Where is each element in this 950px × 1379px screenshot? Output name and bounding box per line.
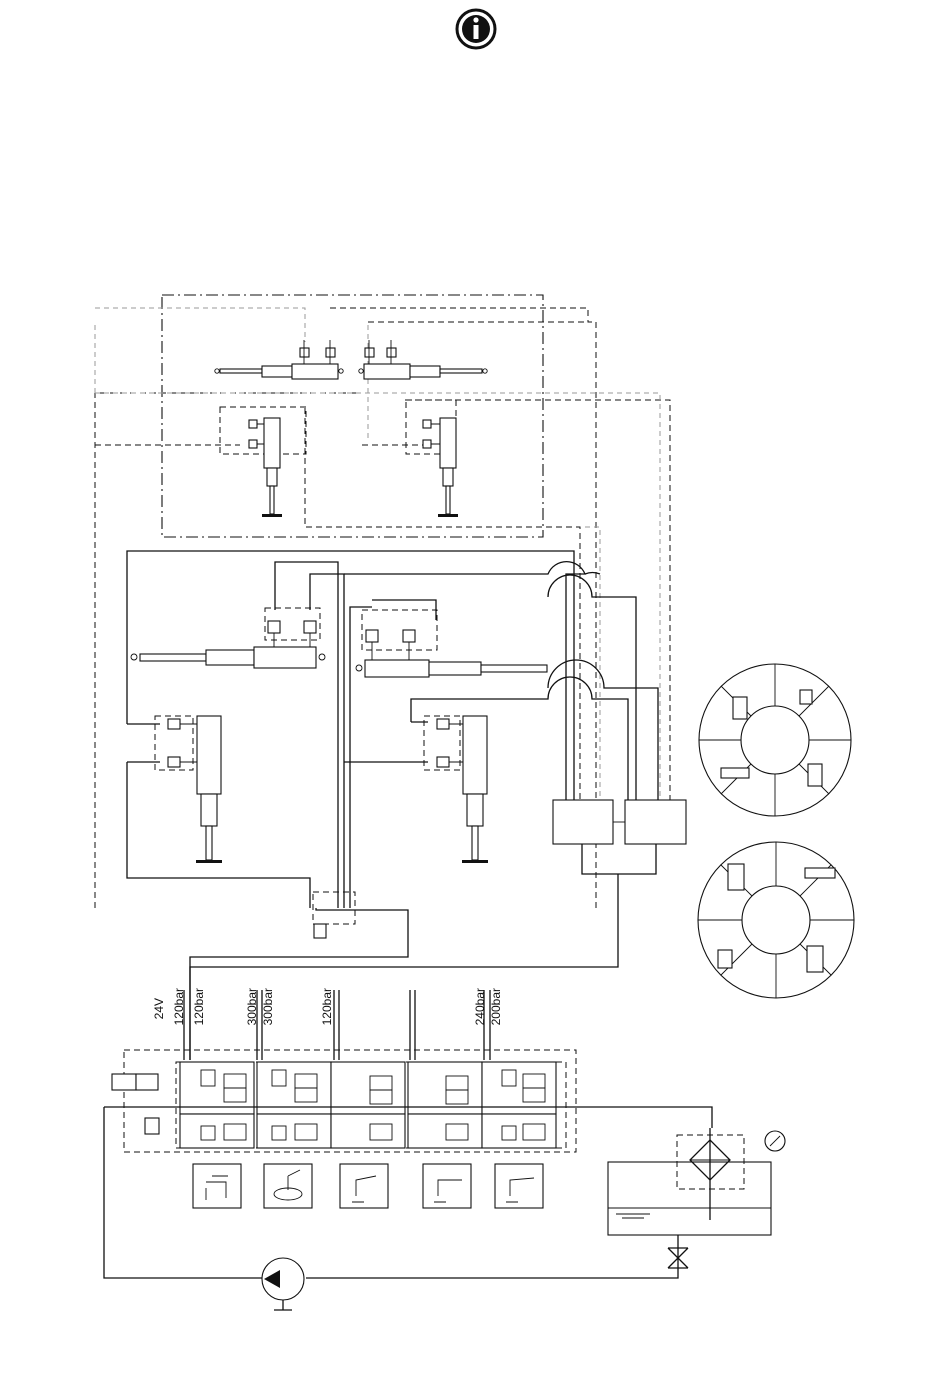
jack-right-mid (424, 716, 488, 863)
jack-left-mid (155, 716, 222, 863)
pressure-labels: 24V 120bar 120bar 300bar 300bar 120bar 2… (152, 988, 503, 1025)
jack-right-top (406, 400, 458, 517)
outrigger-indicator-disc-top (699, 664, 851, 816)
pressure-label-4: 300bar (261, 988, 275, 1025)
outrigger-extend-icon (193, 1164, 241, 1208)
voltage-label: 24V (152, 998, 166, 1019)
telescope-icon (495, 1164, 543, 1208)
cylinder-right-mid (356, 610, 547, 677)
cylinder-left-top (215, 340, 343, 379)
solenoid-valve (112, 1074, 159, 1134)
cylinder-right-top (359, 340, 487, 379)
outrigger-indicator-disc-bottom (698, 842, 854, 998)
selector-valve (313, 892, 355, 938)
pump (262, 1258, 304, 1310)
pressure-label-5: 120bar (320, 988, 334, 1025)
cylinder-left-mid (131, 608, 325, 668)
boom-lower-icon (423, 1164, 471, 1208)
pressure-label-7: 200bar (489, 988, 503, 1025)
rotation-icon (264, 1164, 312, 1208)
boom-raise-icon (340, 1164, 388, 1208)
lower-outrigger-circuit (127, 551, 686, 1060)
function-icons (193, 1164, 543, 1208)
info-circle-icon (457, 10, 495, 48)
tank-and-filter (608, 1128, 785, 1235)
jack-left-top (220, 407, 306, 517)
pressure-label-2: 120bar (192, 988, 206, 1025)
pressure-label-6: 240bar (473, 988, 487, 1025)
